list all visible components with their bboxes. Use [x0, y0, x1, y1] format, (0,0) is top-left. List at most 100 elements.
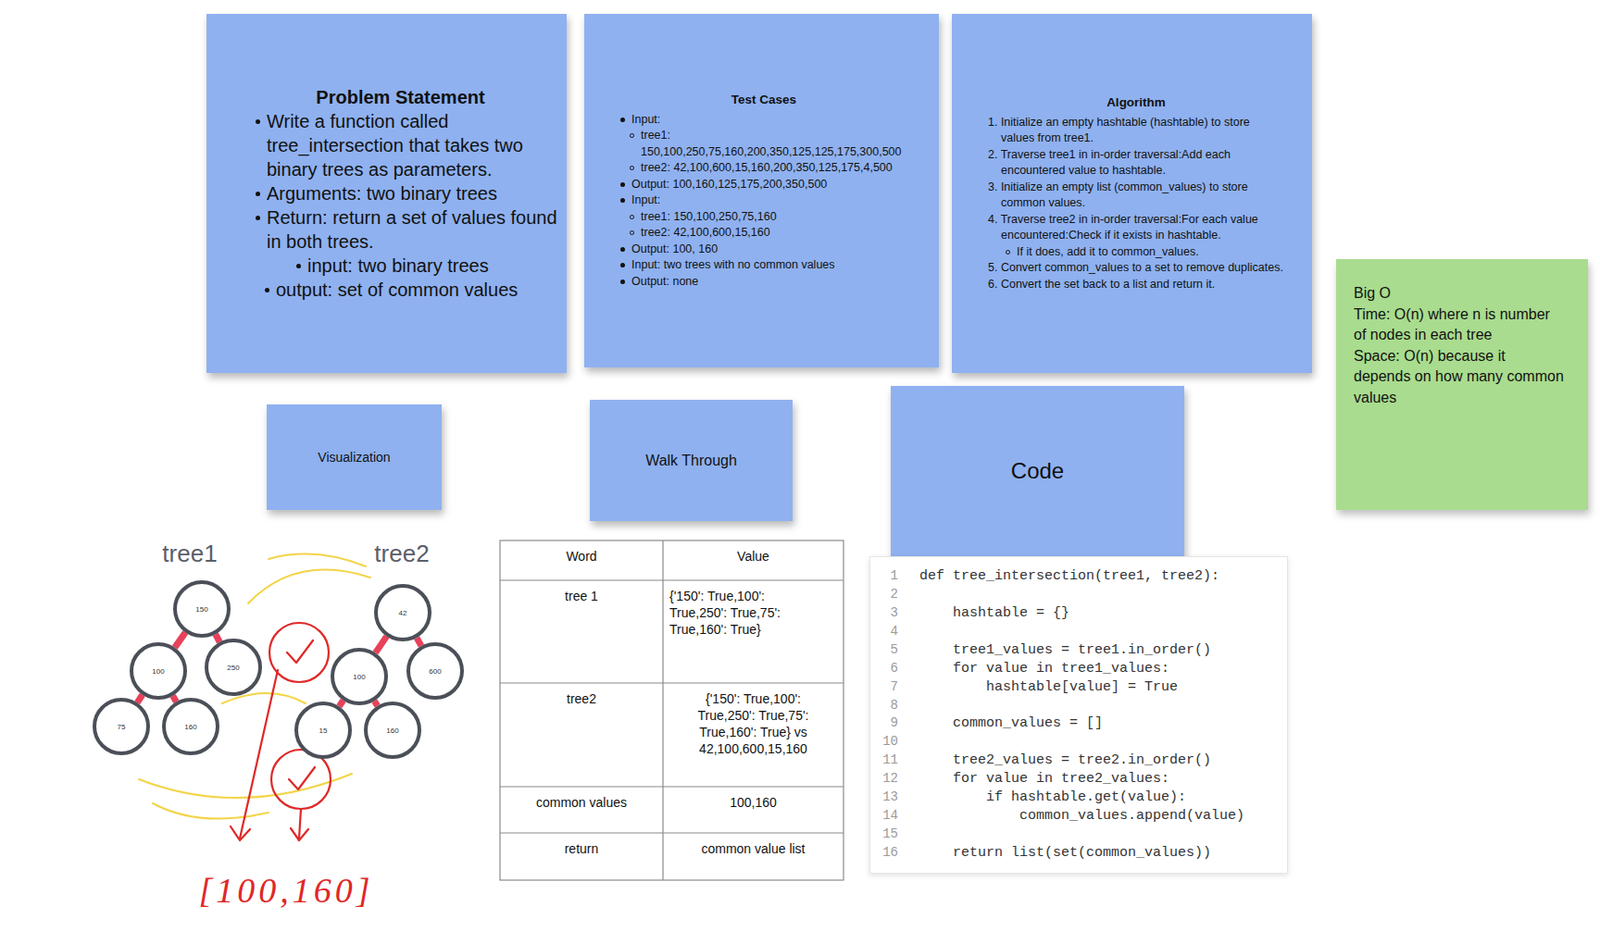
box-text: Space: O(n) because it depends on how ma… [1353, 346, 1566, 410]
code-line: for value in tree2_values: [952, 770, 1170, 789]
line-number: 3 [869, 603, 899, 623]
code-panel: def tree_intersection(tree1, tree2): hash… [869, 556, 1288, 875]
section-header: Visualization [266, 404, 442, 511]
tree-node-circle: 42 [374, 584, 432, 642]
line-number: 13 [869, 787, 899, 807]
code-line: tree2_values = tree2.in_order() [952, 751, 1212, 771]
box-text: Walk Through [645, 452, 738, 470]
line-number: 10 [869, 732, 899, 751]
table-cell: common values [500, 787, 663, 834]
box-text: Output: 100, 160 [612, 241, 916, 259]
line-number: 9 [869, 713, 899, 733]
table-cell: tree 1 [500, 580, 663, 684]
tree-node-circle: 160 [363, 701, 422, 760]
box-text: Big O [1353, 283, 1566, 305]
box-text: Output: none [612, 274, 916, 291]
box-title: Test Cases [612, 91, 916, 109]
node-value: 100 [151, 667, 164, 676]
box-text: Write a function called tree_intersectio… [243, 109, 558, 182]
line-number: 4 [869, 622, 899, 641]
line-number: 2 [869, 585, 899, 604]
box-title: Problem Statement [243, 85, 558, 110]
tree-node-circle: 160 [162, 698, 220, 756]
code-line: def tree_intersection(tree1, tree2): [919, 567, 1220, 587]
box-text: Arguments: two binary trees [243, 181, 558, 206]
tree-edge [416, 637, 422, 647]
box-text: Input: [612, 192, 916, 210]
box-text: 1. Initialize an empty hashtable (hashta… [987, 114, 1285, 148]
tree-label: tree2 [360, 539, 444, 572]
code-line: hashtable[value] = True [986, 678, 1178, 698]
box-text: Time: O(n) where n is number of nodes in… [1353, 304, 1566, 347]
box-text: tree2: 42,100,600,15,160 [612, 225, 916, 242]
box-text: Output: 100,160,125,175,200,350,500 [612, 176, 916, 194]
tree-node-circle: 250 [204, 638, 263, 697]
tree-edge [137, 695, 143, 703]
line-number: 8 [869, 696, 899, 715]
line-number: 15 [869, 825, 899, 844]
node-value: 160 [386, 726, 399, 736]
tree-edge [215, 634, 221, 642]
table-grid [500, 540, 844, 881]
box-text: Visualization [317, 450, 390, 465]
table-cell: 100,160 [662, 787, 844, 834]
node-value: 15 [319, 726, 328, 736]
tree-node-circle: 75 [92, 698, 150, 756]
code-line: common_values = [] [952, 714, 1103, 734]
tree-node-circle: 150 [173, 580, 231, 638]
problem-statement-box: Problem StatementWrite a function called… [206, 13, 567, 374]
box-text: output: set of common values [243, 277, 558, 302]
tree-label: tree1 [148, 539, 232, 572]
node-value: 100 [352, 673, 365, 682]
box-text: Return: return a set of values found in … [243, 205, 558, 254]
algorithm-box: Algorithm 1. Initialize an empty hashtabl… [951, 13, 1313, 374]
table-cell: return [500, 833, 663, 881]
box-text: 6. Convert the set back to a list and re… [987, 276, 1285, 294]
table-cell: common value list [662, 833, 844, 881]
big-o-note: Big OTime: O(n) where n is number of nod… [1336, 259, 1588, 511]
node-value: 75 [117, 723, 126, 732]
line-number: 6 [869, 659, 899, 678]
section-header: Walk Through [589, 400, 793, 522]
line-number: 7 [869, 677, 899, 697]
table-cell: tree2 [500, 683, 663, 788]
code-line: if hashtable.get(value): [986, 788, 1187, 808]
box-text: tree2: 42,100,600,15,160,200,350,125,175… [612, 160, 916, 177]
box-text: 5. Convert common_values to a set to rem… [987, 260, 1285, 277]
test-cases-box: Test CasesInput:tree1: 150,100,250,75,16… [584, 13, 939, 368]
tree-node-circle: 100 [129, 642, 188, 700]
box-text: 2. Traverse tree1 in in-order traversal:… [987, 147, 1285, 180]
box-text: 4. Traverse tree2 in in-order traversal:… [987, 212, 1285, 245]
line-number: 14 [869, 806, 899, 825]
table-cell: {'150': True,100': True,250': True,75': … [662, 683, 844, 788]
box-text: Code [1011, 458, 1064, 485]
node-value: 42 [399, 609, 408, 618]
line-number: 12 [869, 769, 899, 788]
line-number: 1 [869, 566, 899, 586]
table-cell: Value [662, 540, 844, 581]
line-number: 5 [869, 640, 899, 660]
line-number: 11 [869, 750, 899, 770]
table-cell: {'150': True,100': True,250': True,75': … [662, 580, 844, 684]
box-title: Algorithm [987, 94, 1285, 112]
table-cell: Word [500, 540, 663, 581]
line-number: 16 [869, 843, 899, 863]
code-line: common_values.append(value) [1019, 807, 1245, 826]
tree-node-circle: 100 [330, 648, 388, 706]
node-value: 600 [428, 667, 441, 676]
node-value: 150 [195, 605, 208, 614]
tree-edge [375, 637, 387, 654]
box-text: tree1: 150,100,250,75,160 [612, 209, 916, 226]
box-text: Input: [612, 112, 916, 129]
code-line: tree1_values = tree1.in_order() [952, 641, 1212, 661]
handwritten-result: [100,160] [184, 870, 388, 917]
tree-edge [338, 700, 343, 708]
node-value: 160 [184, 723, 197, 732]
box-text: Input: two trees with no common values [612, 257, 916, 275]
code-line: hashtable = {} [952, 604, 1070, 624]
section-header: Code [890, 386, 1185, 557]
box-text: If it does, add it to common_values. [987, 244, 1285, 262]
box-text: tree1: 150,100,250,75,160,200,350,125,12… [612, 127, 916, 161]
box-text: input: two binary trees [243, 253, 558, 278]
code-line: for value in tree1_values: [952, 660, 1170, 679]
